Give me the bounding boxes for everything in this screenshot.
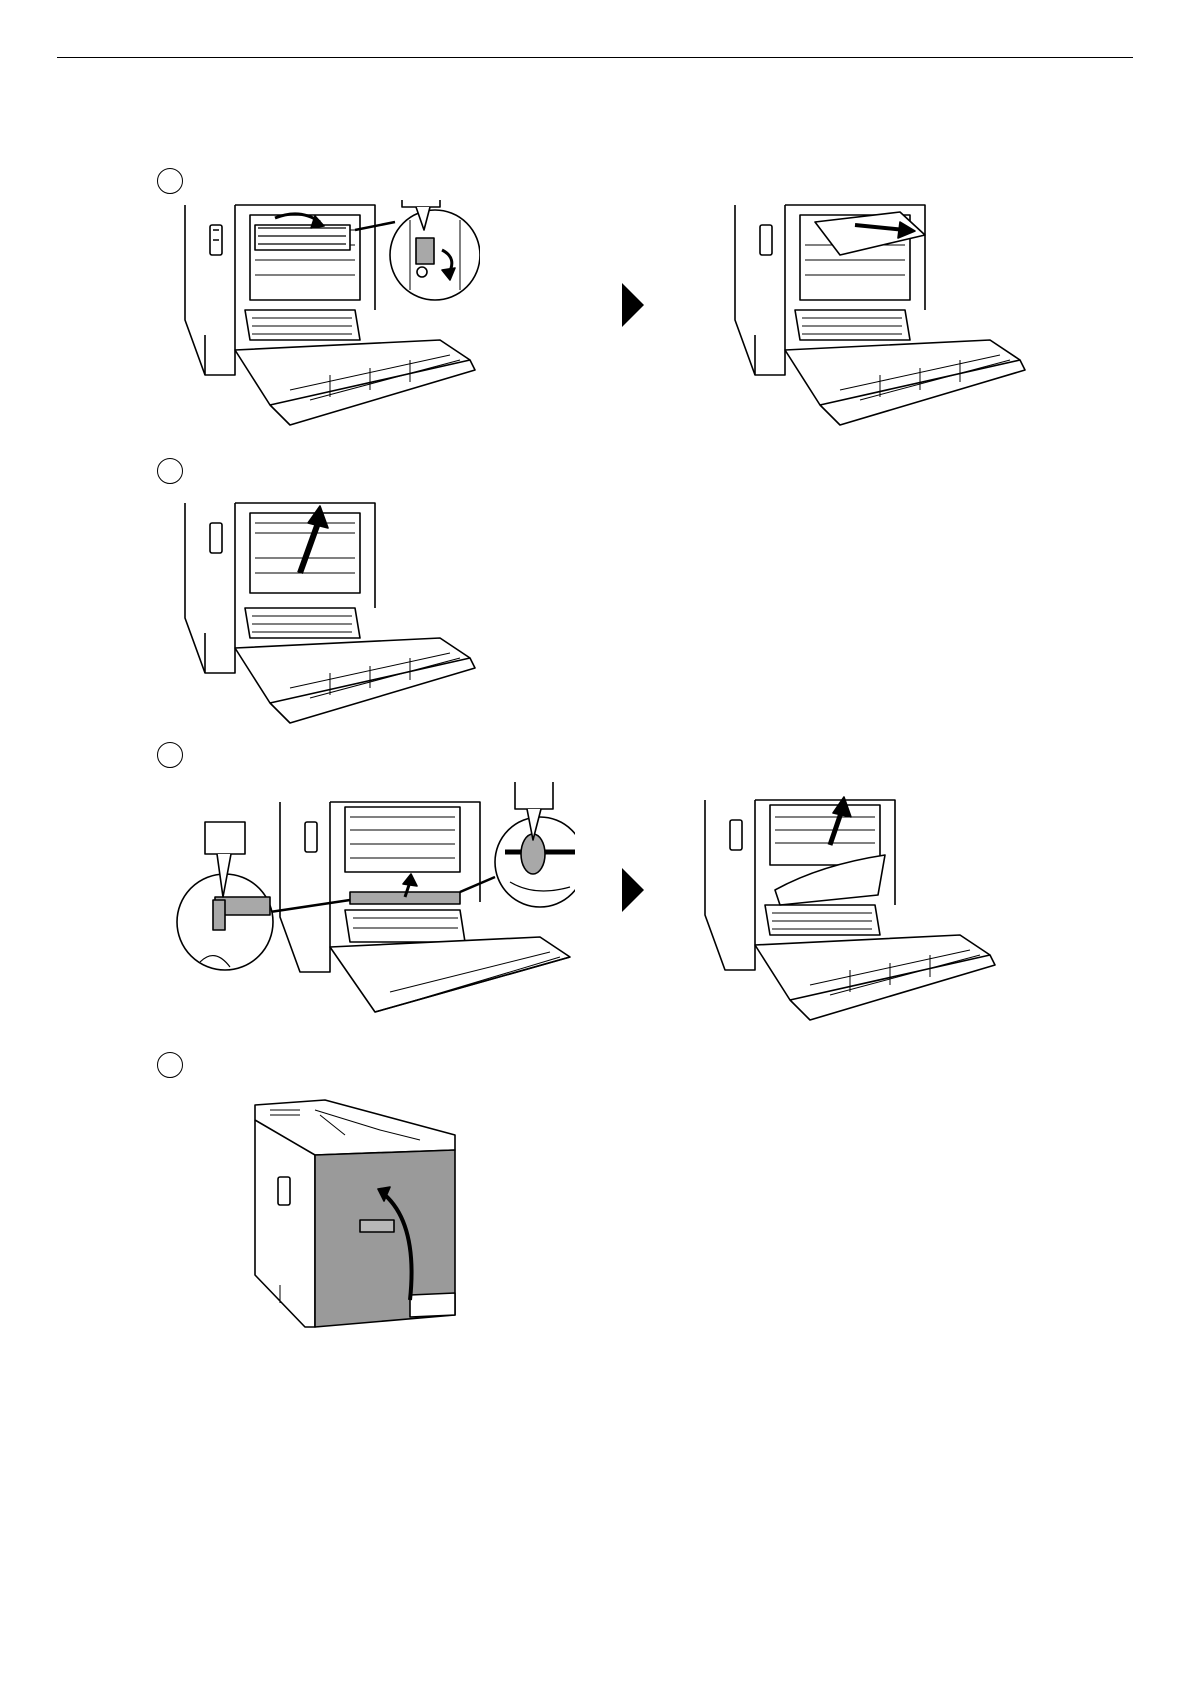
step-1-number [157,168,183,194]
next-step-arrow-icon [622,868,644,912]
next-step-arrow-icon [622,283,644,327]
step-2-number [157,458,183,484]
illustration-remove-jammed-paper-duplex [700,795,1000,1025]
illustration-remove-jammed-paper-fuser [730,200,1030,430]
illustration-close-rear-cover [250,1095,470,1335]
illustration-close-fuser-cover [180,498,480,728]
illustration-release-fuser-lever [180,200,480,430]
step-3-number [157,742,183,768]
illustration-release-duplex-lever [175,782,575,1022]
step-4-number [157,1052,183,1078]
header-rule [57,57,1133,58]
